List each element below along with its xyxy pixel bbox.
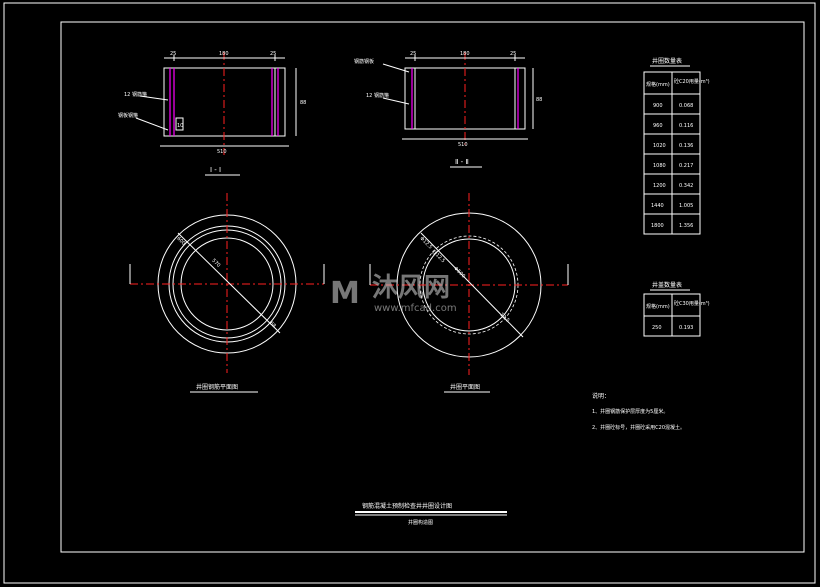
inner-frame — [60, 21, 805, 553]
section-1-dim-right: 25 — [270, 51, 276, 57]
plan-1-label: 井圈钢筋平面图 — [196, 383, 238, 391]
section-2-label: Ⅱ - Ⅱ — [455, 158, 469, 166]
table-1-cell: 0.217 — [679, 163, 693, 169]
table-2-header-1: 规格(mm) — [646, 303, 670, 310]
table-1-cell: 0.136 — [679, 143, 693, 149]
section-1-label: Ⅰ - Ⅰ — [210, 166, 221, 174]
notes-title: 说明： — [592, 392, 610, 400]
section-1-dim-mid: 180 — [219, 51, 229, 57]
table-1-header-2: 砼C20用量(m³) — [674, 78, 710, 85]
table-1-cell: 1.005 — [679, 203, 693, 209]
table-1-cell: 1080 — [653, 163, 666, 169]
section-1-callout-2: 钢板钢箍 — [118, 112, 138, 119]
section-2-view: 25 180 25 510 88 钢筋钢板 12 钢筋箍 Ⅱ - Ⅱ — [354, 51, 542, 168]
notes-item-1: 1、井圈钢筋保护层厚度为5厘米。 — [592, 408, 668, 415]
plan-1-dim-c: 68 — [268, 320, 277, 329]
drawing-title: 钢筋混凝土预制检查井井圈设计图 — [362, 502, 452, 510]
table-1-cell: 0.342 — [679, 183, 693, 189]
section-2-callout-1: 钢筋钢板 — [354, 58, 374, 65]
table-1-cell: 1800 — [651, 223, 664, 229]
section-2-callout-2: 12 钢筋箍 — [366, 92, 389, 99]
plan-1-view: 600 570 68 井圈钢筋平面图 — [129, 193, 325, 393]
table-1-cell: 1200 — [653, 183, 666, 189]
section-1-view: 25 180 25 510 88 10 12 钢筋箍 钢板钢箍 Ⅰ - Ⅰ — [118, 51, 306, 176]
section-2-dim-bottom: 510 — [458, 142, 468, 148]
section-1-callout-1: 12 钢筋箍 — [124, 91, 147, 98]
watermark-logo-icon: M — [330, 276, 360, 311]
table-1-cell: 1020 — [653, 143, 666, 149]
notes: 说明： 1、井圈钢筋保护层厚度为5厘米。 2、井圈砼标号，井圈砼采用C20混凝土… — [592, 392, 685, 431]
watermark-url: www.mfcad.com — [374, 303, 457, 314]
table-1-title: 井圈数量表 — [652, 57, 682, 65]
notes-item-2: 2、井圈砼标号，井圈砼采用C20混凝土。 — [592, 424, 685, 431]
plan-1-dim-b: 570 — [210, 258, 221, 269]
section-1-dim-height: 88 — [300, 100, 306, 106]
section-1-dim-bottom: 510 — [217, 149, 227, 155]
plan-2-dim-1: Φ12.5 — [418, 236, 433, 251]
table-2-title: 井盖数量表 — [652, 281, 682, 289]
title-block: 钢筋混凝土预制检查井井圈设计图 井圈构造图 — [355, 502, 507, 526]
table-1-cell: 1440 — [651, 203, 664, 209]
table-2: 井盖数量表 规格(mm) 砼C30用量(m³) 250 0.193 — [643, 281, 710, 337]
table-1-cell: 1.356 — [679, 223, 693, 229]
table-2-cell: 250 — [652, 325, 662, 331]
table-2-header-2: 砼C30用量(m³) — [674, 300, 710, 307]
table-1-cell: 0.116 — [679, 123, 693, 129]
table-1-header-1: 规格(mm) — [646, 81, 670, 88]
section-1-dim-inner: 10 — [177, 123, 183, 129]
section-2-dim-right: 25 — [510, 51, 516, 57]
plan-1-dim-a: 600 — [175, 236, 186, 247]
table-2-cell: 0.193 — [679, 325, 693, 331]
drawing-subtitle: 井圈构造图 — [408, 519, 433, 526]
section-2-dim-left: 25 — [410, 51, 416, 57]
section-1-dim-left: 25 — [170, 51, 176, 57]
section-2-dim-height: 88 — [536, 97, 542, 103]
section-2-dim-mid: 180 — [460, 51, 470, 57]
watermark: M 沐风网 www.mfcad.com — [330, 273, 457, 314]
table-1-cell: 900 — [653, 103, 663, 109]
outer-frame — [3, 2, 816, 584]
table-1: 井圈数量表 规格(mm) 砼C20用量(m³) 900 0.068 960 0.… — [643, 57, 710, 235]
watermark-brand: 沐风网 — [372, 273, 450, 303]
plan-2-label: 井圈平面图 — [450, 383, 480, 391]
table-1-cell: 960 — [653, 123, 663, 129]
table-1-cell: 0.068 — [679, 103, 693, 109]
